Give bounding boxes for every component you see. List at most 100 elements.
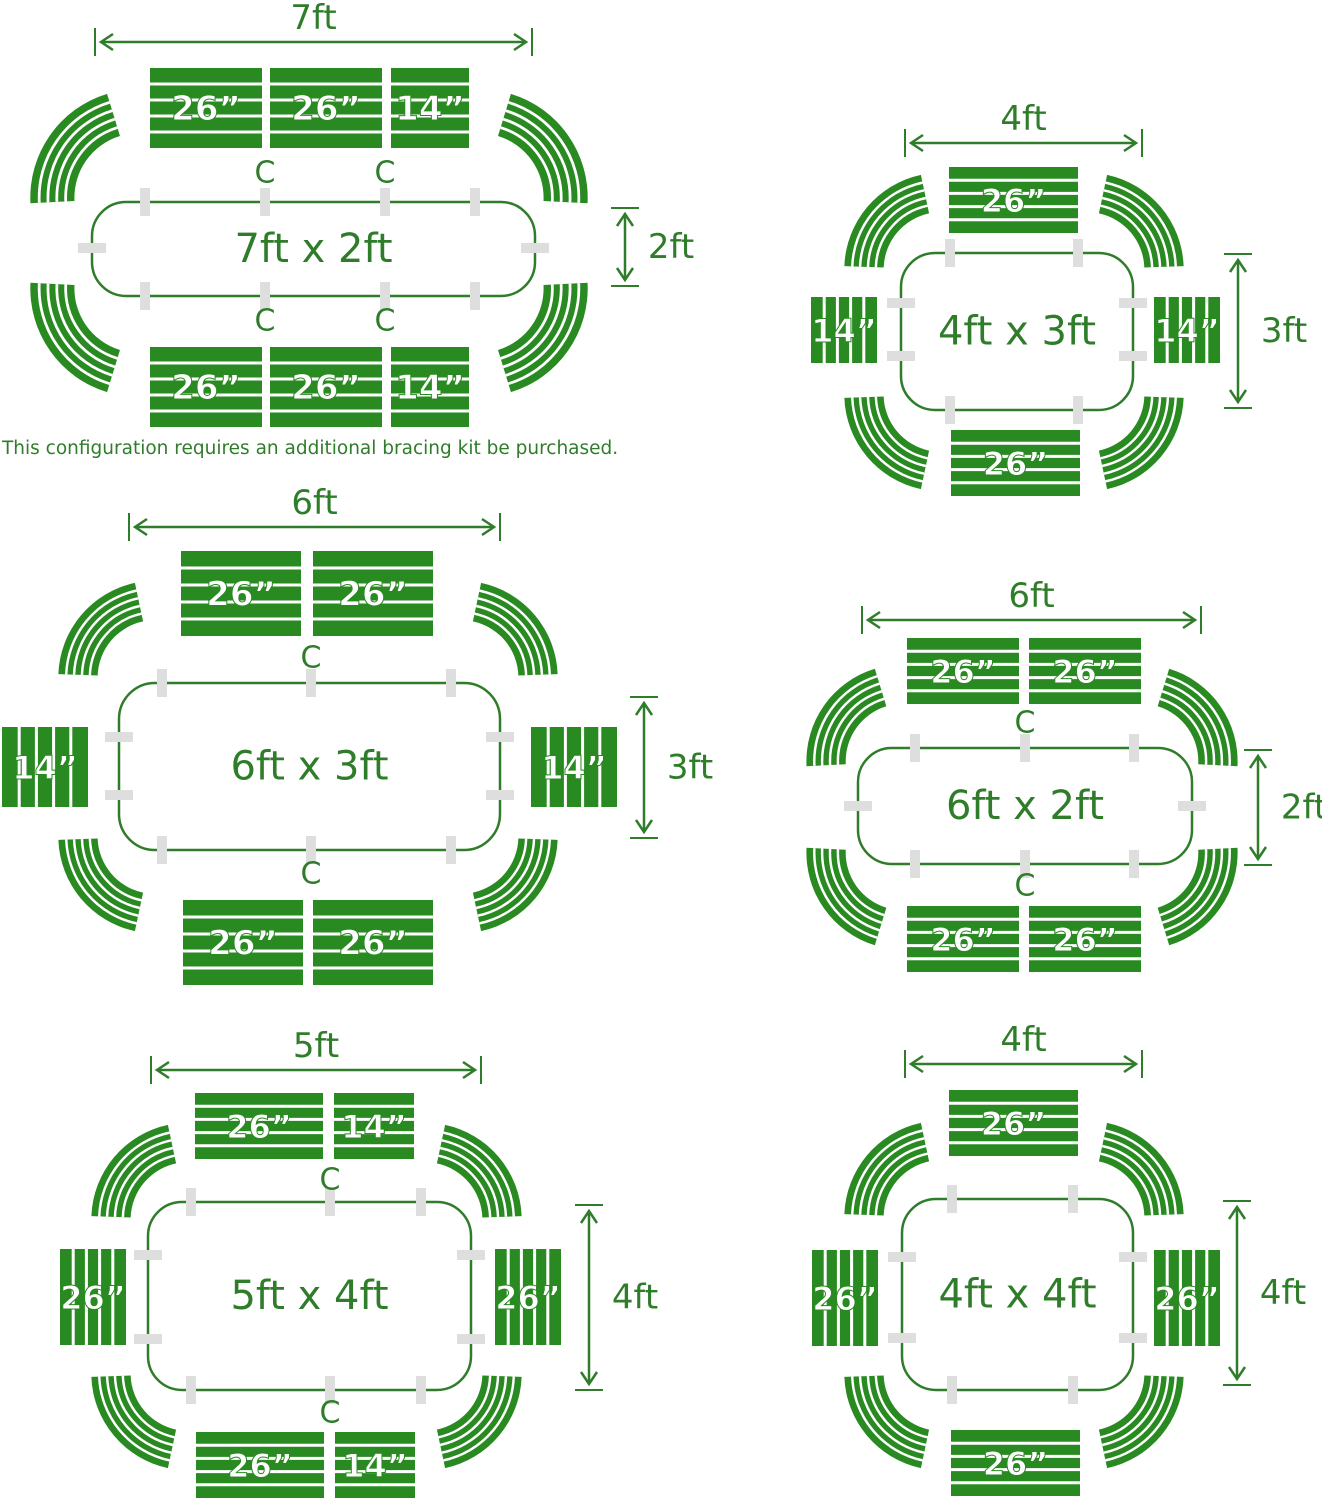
corner-panel-body (30, 93, 120, 204)
table-size-label: 4ft x 3ft (938, 309, 1096, 355)
corner-stripe (64, 126, 118, 202)
bottom-panel: 26” (313, 900, 433, 985)
panel-size-label: 26” (930, 921, 996, 959)
corner-panel (1098, 1375, 1184, 1469)
corner-stripe (1103, 1137, 1170, 1215)
corner-stripe (1101, 196, 1162, 268)
corner-stripe (55, 117, 116, 202)
connector-clip (157, 836, 167, 864)
panel-size-label: 26” (60, 1279, 126, 1317)
connector-clip (1119, 1252, 1147, 1262)
connector-clip (260, 188, 270, 216)
panel-size-label: 14” (1154, 312, 1220, 350)
corner-stripe (46, 283, 113, 377)
top-panel: 26” (181, 551, 301, 636)
corner-panel (806, 847, 887, 946)
bottom-panel: 14” (335, 1432, 415, 1498)
table-size-label: 6ft x 2ft (946, 783, 1104, 829)
panel-size-label: 26” (1154, 1280, 1220, 1318)
corner-stripe (874, 396, 928, 460)
corner-panel (806, 668, 887, 767)
top-panel: 26” (949, 167, 1078, 233)
corner-panel-body (472, 838, 558, 932)
panel-size-label: 14” (395, 89, 465, 129)
connector-clip (486, 732, 514, 742)
table-outline: 7ft x 2ft (78, 188, 549, 310)
corner-stripe (477, 839, 544, 917)
arrow-head (1248, 753, 1268, 769)
corner-stripe (1101, 1375, 1162, 1447)
connector-clip (306, 669, 316, 697)
corner-panel (1098, 1122, 1184, 1216)
top-panel: 26” (1029, 638, 1141, 704)
corner-stripe (1100, 1152, 1154, 1216)
bottom-panel: 26” (196, 1432, 324, 1498)
corner-stripe (474, 838, 528, 902)
corner-stripe (475, 838, 536, 910)
corner-stripe (80, 838, 141, 910)
height-label: 4ft (1260, 1273, 1306, 1313)
corner-stripe (37, 100, 111, 203)
corner-panel (844, 396, 930, 490)
arrow-head (908, 1054, 924, 1074)
height-dimension: 4ft (575, 1204, 658, 1391)
panel-body (183, 900, 303, 985)
arrow-head (865, 610, 881, 630)
connector-clip (157, 669, 167, 697)
connector-clip (1073, 396, 1083, 424)
arrow-head (1227, 1366, 1247, 1382)
connector-clip (1119, 351, 1147, 361)
corner-panel-body (1098, 396, 1184, 490)
corner-stripe (121, 1154, 175, 1218)
corner-panel-body (844, 1122, 930, 1216)
corner-stripe (851, 1376, 923, 1462)
top-panel: 26” (949, 1090, 1078, 1156)
arrow-head (1228, 257, 1248, 273)
table-rail (899, 251, 1135, 412)
table-size-label: 6ft x 3ft (230, 744, 388, 790)
panel-body (951, 1430, 1080, 1496)
connector-clip (306, 836, 316, 864)
corner-stripe (98, 1131, 170, 1217)
top-panel: 14” (334, 1093, 414, 1159)
panel-size-label: 26” (171, 89, 241, 129)
corner-stripe (1105, 397, 1177, 483)
arrow-head (1123, 1054, 1139, 1074)
right-side-panel: 14” (531, 727, 617, 807)
corner-stripe (836, 849, 885, 917)
corner-panel-body (498, 282, 588, 393)
connector-clip (1073, 239, 1083, 267)
connector-c-label: C (301, 857, 322, 892)
corner-stripe (1103, 189, 1170, 267)
panel-body (334, 1093, 414, 1159)
corner-panel (91, 1375, 177, 1469)
corner-panel-body (1157, 668, 1238, 767)
height-dimension: 3ft (630, 696, 713, 839)
corner-panel-body (91, 1124, 177, 1218)
width-dimension: 4ft (904, 99, 1143, 157)
table-size-label: 7ft x 2ft (234, 226, 392, 272)
panel-body (1154, 297, 1220, 363)
connector-c-label: C (1015, 706, 1036, 741)
width-label: 4ft (1000, 1020, 1046, 1060)
corner-panel (436, 1375, 522, 1469)
connector-clip (887, 298, 915, 308)
corner-stripe (1159, 697, 1208, 765)
corner-stripe (858, 1137, 925, 1215)
arrow-head (1182, 610, 1198, 630)
panel-size-label: 26” (981, 182, 1047, 220)
arrow-head (98, 32, 114, 52)
corner-panel (91, 1124, 177, 1218)
left-side-panel: 26” (60, 1249, 126, 1345)
table-size-label: 5ft x 4ft (230, 1273, 388, 1319)
corner-panel (30, 282, 120, 393)
bottom-panel: 26” (1029, 906, 1141, 972)
corner-stripe (874, 1375, 928, 1439)
panel-size-label: 26” (338, 924, 408, 964)
bottom-panel: 14” (391, 347, 469, 427)
corner-stripe (1101, 396, 1162, 468)
corner-stripe (88, 612, 142, 676)
corner-panel (58, 582, 144, 676)
corner-stripe (105, 1376, 172, 1454)
